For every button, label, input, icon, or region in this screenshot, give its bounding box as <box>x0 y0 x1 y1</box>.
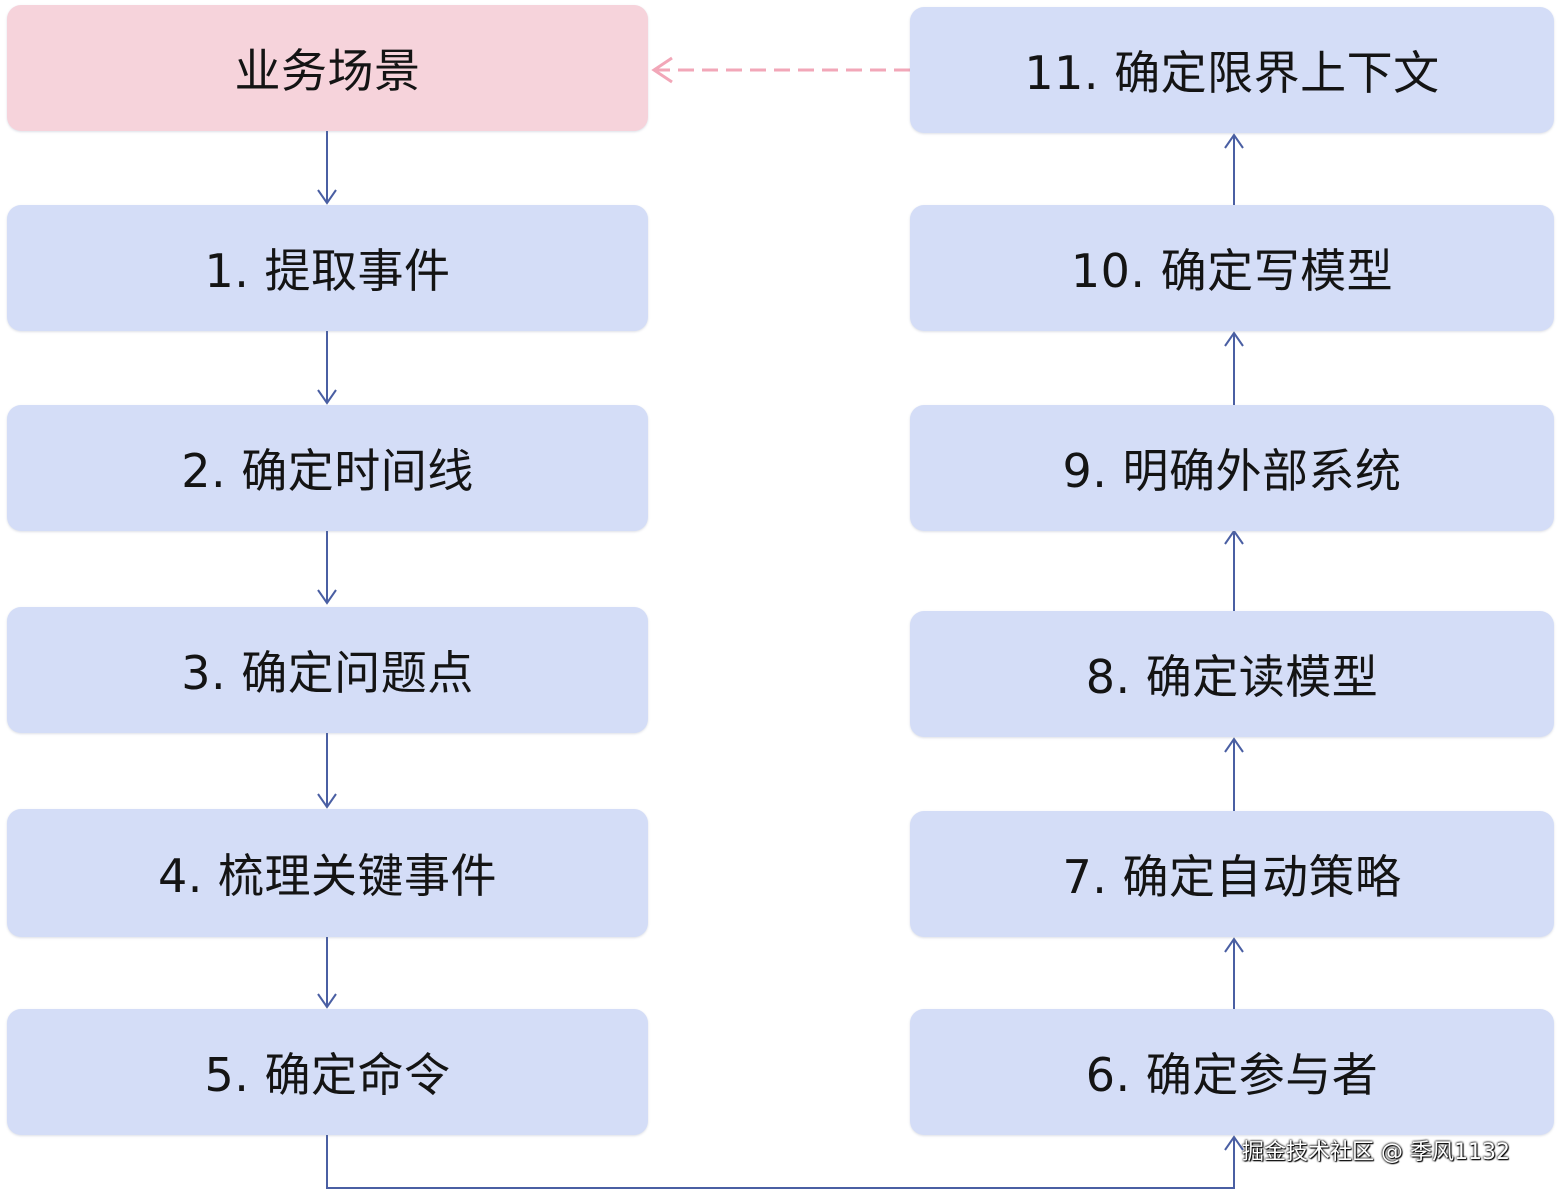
node-step-2: 2. 确定时间线 <box>7 405 648 531</box>
node-step-3: 3. 确定问题点 <box>7 607 648 733</box>
node-label: 10. 确定写模型 <box>1070 244 1394 298</box>
node-label: 9. 明确外部系统 <box>1062 444 1402 498</box>
node-step-7: 7. 确定自动策略 <box>910 811 1554 937</box>
node-step-8: 8. 确定读模型 <box>910 611 1554 737</box>
node-business-scenario: 业务场景 <box>7 5 648 131</box>
arrow-3-to-4 <box>317 733 337 809</box>
node-step-5: 5. 确定命令 <box>7 1009 648 1135</box>
node-label: 2. 确定时间线 <box>181 444 474 498</box>
node-step-4: 4. 梳理关键事件 <box>7 809 648 937</box>
node-label: 业务场景 <box>234 44 421 98</box>
arrow-2-to-3 <box>317 531 337 605</box>
arrow-5-to-6 <box>326 1135 1244 1189</box>
node-step-10: 10. 确定写模型 <box>910 205 1554 331</box>
arrow-scenario-to-1 <box>317 131 337 205</box>
arrow-9-to-10 <box>1224 331 1244 405</box>
dashed-arrow-11-to-scenario <box>651 56 910 84</box>
arrow-6-to-7 <box>1224 937 1244 1009</box>
node-step-11: 11. 确定限界上下文 <box>910 7 1554 133</box>
arrow-10-to-11 <box>1224 133 1244 205</box>
arrow-7-to-8 <box>1224 737 1244 811</box>
watermark: 掘金技术社区 @ 季风1132 <box>1242 1140 1510 1165</box>
node-label: 3. 确定问题点 <box>181 646 474 700</box>
node-label: 4. 梳理关键事件 <box>157 849 497 903</box>
node-step-9: 9. 明确外部系统 <box>910 405 1554 531</box>
arrow-8-to-9 <box>1224 529 1244 611</box>
node-label: 5. 确定命令 <box>204 1048 451 1102</box>
node-label: 11. 确定限界上下文 <box>1024 46 1440 100</box>
node-label: 7. 确定自动策略 <box>1062 850 1402 904</box>
node-label: 1. 提取事件 <box>204 244 451 298</box>
node-step-6: 6. 确定参与者 <box>910 1009 1554 1135</box>
node-label: 6. 确定参与者 <box>1085 1048 1379 1102</box>
arrow-4-to-5 <box>317 937 337 1009</box>
node-label: 8. 确定读模型 <box>1085 650 1379 704</box>
node-step-1: 1. 提取事件 <box>7 205 648 331</box>
arrow-1-to-2 <box>317 331 337 405</box>
